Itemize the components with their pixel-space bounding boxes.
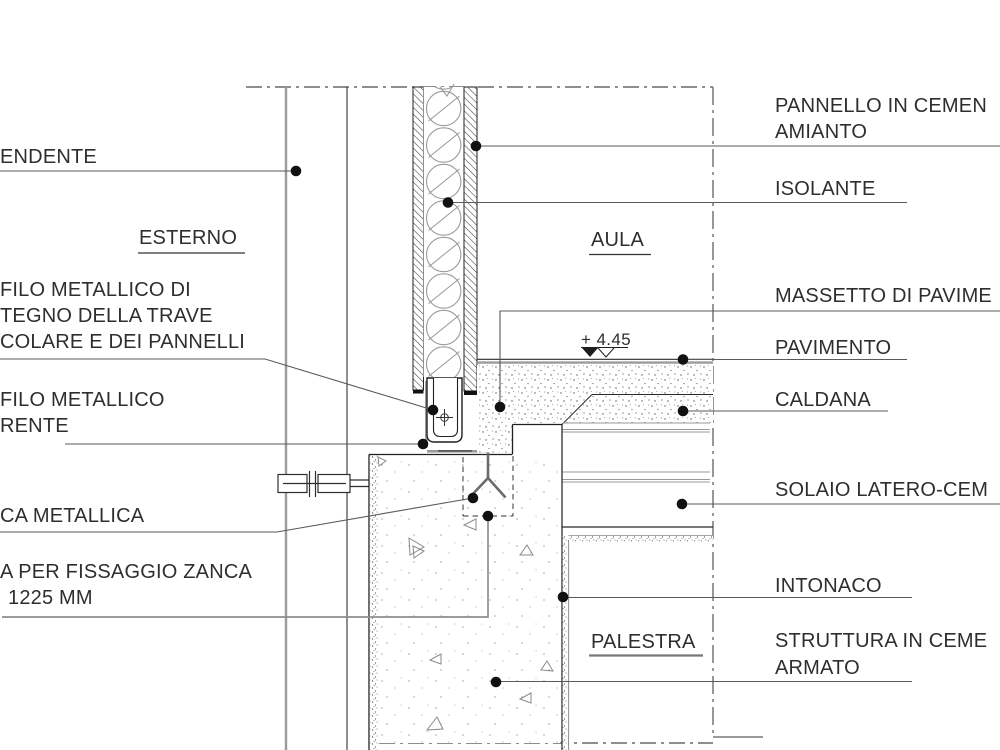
callout-asola-fissaggio-line2: 1225 MM <box>8 587 93 609</box>
level-marker-symbol <box>581 346 628 358</box>
label-underlines <box>138 252 703 657</box>
callout-profilo-sostegno-line2: TEGNO DELLA TRAVE <box>0 305 213 327</box>
insulation-break-line <box>439 83 455 97</box>
callout-asola-fissaggio-line1: A PER FISSAGGIO ZANCA <box>0 561 253 583</box>
wall-plaster <box>562 535 569 750</box>
metal-profile <box>424 377 490 453</box>
callout-struttura-line2: ARMATO <box>775 657 860 679</box>
callout-isolante: ISOLANTE <box>775 178 876 200</box>
room-label-esterno: ESTERNO <box>139 227 238 249</box>
room-label-palestra: PALESTRA <box>591 631 696 653</box>
level-marker-value: + 4.45 <box>581 330 632 349</box>
callout-intonaco: INTONACO <box>775 575 882 597</box>
callout-caldana: CALDANA <box>775 389 871 411</box>
axis-crosshair-icon <box>436 409 453 426</box>
callout-pannello-line2: AMIANTO <box>775 121 868 143</box>
ceiling-plaster <box>568 535 713 542</box>
callout-profilo-corrente-line2: RENTE <box>0 415 69 437</box>
floor-assembly <box>477 358 713 542</box>
insulation-layer <box>423 87 464 377</box>
callout-pavimento: PAVIMENTO <box>775 337 892 359</box>
callout-massetto: MASSETTO DI PAVIME <box>775 285 992 307</box>
room-label-aula: AULA <box>591 229 645 251</box>
screed-stipple <box>477 365 713 453</box>
callout-solaio: SOLAIO LATERO-CEM <box>775 479 989 501</box>
inner-cement-panel <box>463 86 478 392</box>
wall-panel-assembly <box>412 83 478 395</box>
callout-profilo-sostegno-line3: COLARE E DEI PANNELLI <box>0 331 246 353</box>
concrete-aggregate-symbols <box>377 456 554 731</box>
callout-discendente: ENDENTE <box>0 146 97 168</box>
fixing-bolt <box>277 471 369 497</box>
callout-profilo-corrente-line1: FILO METALLICO <box>0 389 165 411</box>
outer-cement-panel <box>412 86 424 391</box>
callout-pannello-line1: PANNELLO IN CEMEN <box>775 95 987 117</box>
callout-profilo-sostegno-line1: FILO METALLICO DI <box>0 279 191 301</box>
concrete-beam <box>368 423 570 750</box>
callout-zanca-metallica: CA METALLICA <box>0 505 145 527</box>
callout-struttura-line1: STRUTTURA IN CEME <box>775 630 988 652</box>
anchor-slot <box>462 452 514 517</box>
leader-dots <box>290 140 689 688</box>
downpipe <box>284 87 348 750</box>
leader-lines <box>0 145 1000 683</box>
